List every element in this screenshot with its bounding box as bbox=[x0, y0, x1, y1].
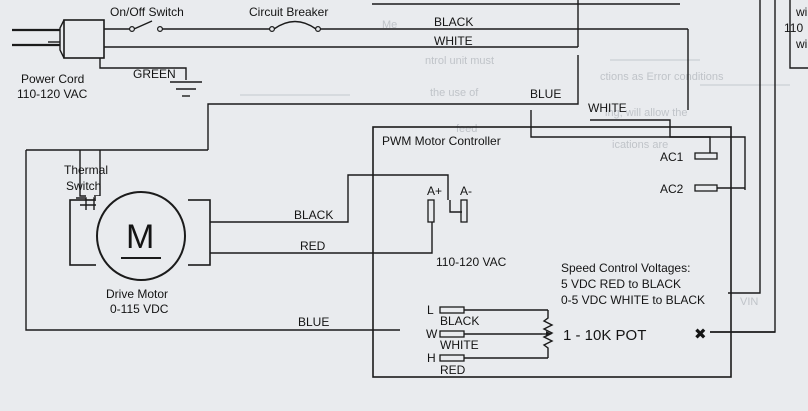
thermal-switch-label: Switch bbox=[66, 179, 101, 193]
terminal-l: L bbox=[427, 303, 434, 317]
ground-wire bbox=[99, 58, 202, 97]
wire-right-long bbox=[710, 0, 776, 333]
green-label: GREEN bbox=[133, 67, 176, 81]
svg-text:Me: Me bbox=[382, 19, 397, 31]
power-cord-label: Power Cord bbox=[21, 72, 84, 86]
terminal-w: W bbox=[426, 327, 438, 341]
svg-text:the use of: the use of bbox=[430, 87, 479, 99]
blue-top-label: BLUE bbox=[530, 87, 561, 101]
speed-title: Speed Control Voltages: bbox=[561, 261, 690, 275]
lead-white: WHITE bbox=[440, 338, 479, 352]
speed-line-2: 0-5 VDC WHITE to BLACK bbox=[561, 293, 705, 307]
drive-motor bbox=[25, 150, 400, 331]
blue-bottom-label: BLUE bbox=[298, 315, 329, 329]
svg-text:ications are: ications are bbox=[612, 139, 668, 151]
controller-voltage: 110-120 VAC bbox=[436, 255, 507, 269]
svg-text:ctions as Error conditions: ctions as Error conditions bbox=[600, 71, 724, 83]
cross-mark: ✖ bbox=[694, 326, 707, 343]
white-top-label: WHITE bbox=[434, 34, 473, 48]
edge-text-1: wi bbox=[795, 5, 807, 19]
white-right-label: WHITE bbox=[588, 101, 627, 115]
wire-black-top bbox=[104, 20, 689, 110]
power-cord-plug bbox=[12, 19, 105, 59]
a-minus-label: A- bbox=[460, 184, 472, 198]
terminal-h: H bbox=[427, 351, 436, 365]
edge-text-2: 110 bbox=[784, 21, 803, 35]
circuit-breaker-label: Circuit Breaker bbox=[249, 5, 328, 19]
ac1-label: AC1 bbox=[660, 150, 684, 164]
on-off-switch-label: On/Off Switch bbox=[110, 5, 184, 19]
thermal-label: Thermal bbox=[64, 163, 108, 177]
pwm-title: PWM Motor Controller bbox=[382, 134, 501, 148]
pot-label: 1 - 10K POT bbox=[563, 327, 646, 344]
edge-text-3: wi bbox=[795, 37, 807, 51]
svg-text:ing, will allow the: ing, will allow the bbox=[605, 107, 688, 119]
a-plus-label: A+ bbox=[427, 184, 442, 198]
background-bleed: Me ntrol unit must the use of feed ction… bbox=[240, 19, 790, 308]
right-edge-box bbox=[372, 0, 808, 69]
motor-letter: M bbox=[126, 218, 154, 256]
svg-text:feed: feed bbox=[456, 123, 477, 135]
svg-text:VIN: VIN bbox=[740, 296, 758, 308]
black-mid-label: BLACK bbox=[294, 208, 333, 222]
potentiometer bbox=[464, 309, 775, 359]
wire-white-top bbox=[104, 0, 579, 48]
ac2-label: AC2 bbox=[660, 182, 684, 196]
svg-text:ntrol unit must: ntrol unit must bbox=[425, 55, 494, 67]
wire-blue-upper bbox=[207, 55, 579, 150]
power-cord-voltage: 110-120 VAC bbox=[17, 87, 88, 101]
drive-motor-label: Drive Motor bbox=[106, 287, 168, 301]
black-top-label: BLACK bbox=[434, 15, 473, 29]
drive-motor-voltage: 0-115 VDC bbox=[110, 302, 169, 316]
pwm-controller bbox=[372, 110, 745, 378]
lead-red: RED bbox=[440, 363, 466, 377]
red-mid-label: RED bbox=[300, 239, 326, 253]
speed-line-1: 5 VDC RED to BLACK bbox=[561, 277, 681, 291]
lead-black: BLACK bbox=[440, 314, 479, 328]
